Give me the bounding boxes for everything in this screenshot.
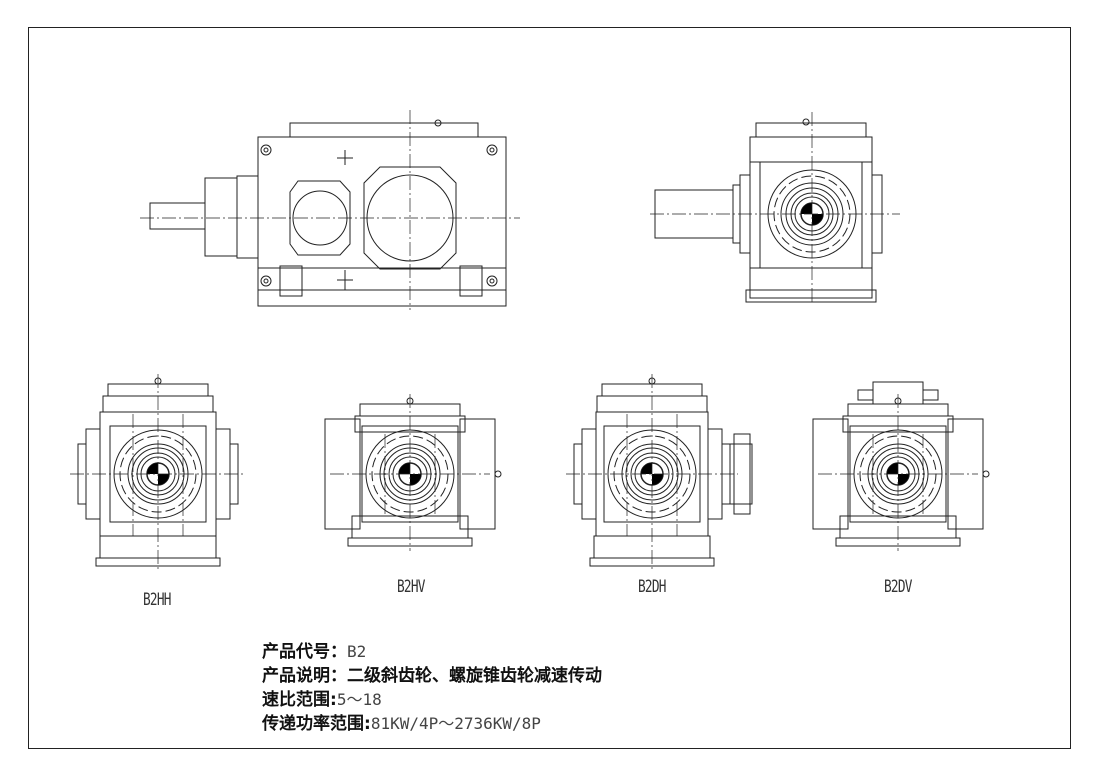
b2dh-view <box>566 374 753 571</box>
product-info: 产品代号：B2 产品说明：二级斜齿轮、螺旋锥齿轮减速传动 速比范围:5～18 传… <box>262 640 602 736</box>
ratio-label: 速比范围: <box>262 690 337 710</box>
main-side-view <box>650 112 900 305</box>
b2hv-view <box>324 394 502 551</box>
drawing-frame <box>28 27 1071 749</box>
view-label-b2hv: B2HV <box>397 577 425 597</box>
b2dv-view <box>812 381 990 551</box>
product-code-label: 产品代号： <box>262 642 347 662</box>
b2hh-view <box>70 374 246 571</box>
power-row: 传递功率范围:81KW/4P～2736KW/8P <box>262 712 602 736</box>
view-label-b2hh: B2HH <box>143 590 171 610</box>
power-value: 81KW/4P～2736KW/8P <box>370 714 541 733</box>
product-desc-row: 产品说明：二级斜齿轮、螺旋锥齿轮减速传动 <box>262 664 602 688</box>
product-code-value: B2 <box>347 642 367 661</box>
product-desc-value: 二级斜齿轮、螺旋锥齿轮减速传动 <box>347 666 602 686</box>
product-code-row: 产品代号：B2 <box>262 640 602 664</box>
product-desc-label: 产品说明： <box>262 666 347 686</box>
ratio-value: 5～18 <box>336 690 382 709</box>
ratio-row: 速比范围:5～18 <box>262 688 602 712</box>
view-label-b2dv: B2DV <box>884 577 912 597</box>
main-front-view <box>140 110 520 310</box>
view-label-b2dh: B2DH <box>638 577 666 597</box>
power-label: 传递功率范围: <box>262 714 371 734</box>
